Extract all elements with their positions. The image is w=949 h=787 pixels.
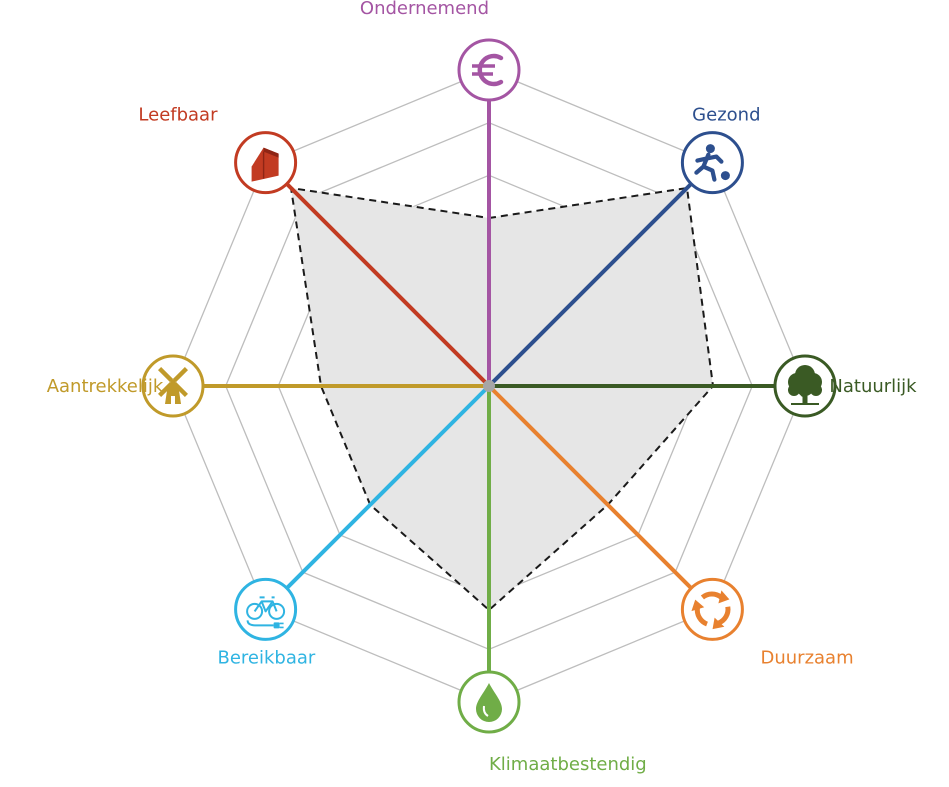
house-icon [234, 131, 298, 195]
euro-icon [457, 38, 521, 102]
axis-label-bereikbaar: Bereikbaar [218, 648, 316, 669]
football-player-icon [680, 131, 744, 195]
axis-label-klimaatbestendig: Klimaatbestendig [489, 754, 647, 775]
water-drop-icon [457, 670, 521, 734]
axis-labels: OndernemendGezondNatuurlijkDuurzaamKlima… [47, 0, 917, 775]
center-point [483, 380, 495, 392]
axis-label-natuurlijk: Natuurlijk [829, 376, 917, 397]
axis-icons [141, 38, 837, 734]
axis-label-aantrekkelijk: Aantrekkelijk [47, 376, 164, 397]
axis-label-duurzaam: Duurzaam [761, 648, 854, 669]
axis-label-leefbaar: Leefbaar [138, 105, 218, 126]
axis-label-gezond: Gezond [692, 105, 760, 126]
axis-lines [199, 96, 779, 676]
windmill-icon [141, 354, 205, 418]
recycle-icon [680, 577, 744, 641]
tree-icon [773, 354, 837, 418]
axis-label-ondernemend: Ondernemend [360, 0, 489, 19]
electric-bicycle-icon [234, 577, 298, 641]
axis-line-duurzaam [487, 384, 696, 593]
axis-line-gezond [487, 179, 696, 388]
axis-line-leefbaar [282, 179, 491, 388]
axis-line-bereikbaar [282, 384, 491, 593]
